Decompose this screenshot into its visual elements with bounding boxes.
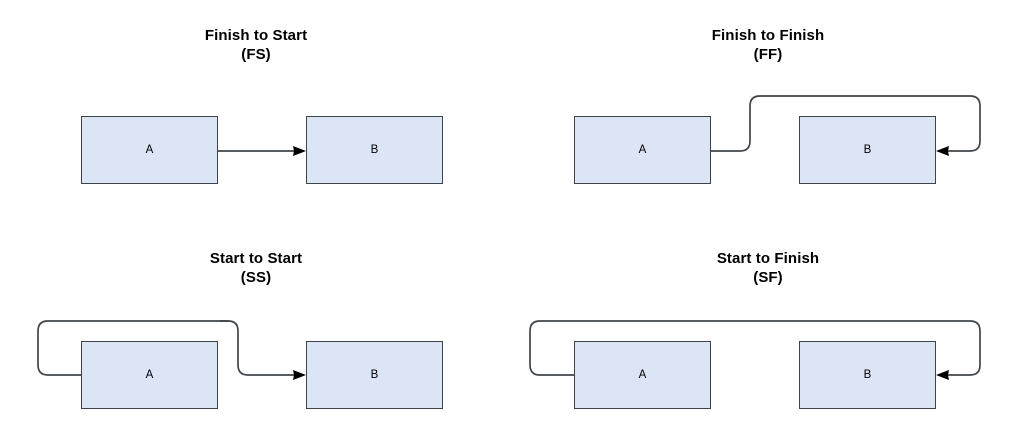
node-a-ss[interactable]: A [81, 341, 218, 409]
connector-ss-tail-path [37, 320, 229, 376]
panel-title-sf: Start to Finish (SF) [512, 249, 1024, 287]
node-a-sf-label: A [638, 369, 647, 381]
connector-sf-tail-path [529, 320, 981, 376]
node-b-sf-label: B [863, 369, 872, 381]
node-a-sf[interactable]: A [574, 341, 711, 409]
connector-ss-tail [37, 320, 229, 376]
panel-title-fs-line1: Finish to Start [204, 27, 308, 44]
panel-title-fs: Finish to Start (FS) [0, 26, 512, 64]
panel-title-fs-line2: (FS) [241, 46, 271, 63]
connector-ff-path [710, 95, 981, 152]
node-a-ff-label: A [638, 144, 647, 156]
connector-ff [710, 95, 981, 156]
node-b-ss-label: B [370, 369, 379, 381]
panel-title-ss: Start to Start (SS) [0, 249, 512, 287]
panel-title-sf-line2: (SF) [753, 269, 783, 286]
node-a-ff[interactable]: A [574, 116, 711, 184]
connector-ss [219, 320, 306, 380]
node-b-sf[interactable]: B [799, 341, 936, 409]
arrow-head-fs [293, 146, 306, 156]
panel-title-sf-line1: Start to Finish [716, 250, 820, 267]
arrow-head-sf [936, 370, 949, 380]
arrow-head-ss [293, 370, 306, 380]
node-b-ss[interactable]: B [306, 341, 443, 409]
panel-title-ff: Finish to Finish (FF) [512, 26, 1024, 64]
node-b-fs[interactable]: B [306, 116, 443, 184]
panel-finish-to-finish: Finish to Finish (FF) A B [512, 0, 1024, 222]
node-a-ss-label: A [145, 369, 154, 381]
connector-ss-path [219, 320, 298, 376]
connector-sf-tail [529, 320, 981, 380]
node-a-fs[interactable]: A [81, 116, 218, 184]
panel-title-ss-line2: (SS) [240, 269, 272, 286]
node-a-fs-label: A [145, 144, 154, 156]
panel-title-ff-line1: Finish to Finish [711, 27, 825, 44]
panel-finish-to-start: Finish to Start (FS) A B [0, 0, 512, 222]
connector-fs [217, 146, 306, 156]
panel-start-to-finish: Start to Finish (SF) A B [512, 223, 1024, 445]
arrow-head-ff [936, 146, 949, 156]
panel-start-to-start: Start to Start (SS) A B [0, 223, 512, 445]
panel-title-ss-line1: Start to Start [209, 250, 303, 267]
node-b-ff[interactable]: B [799, 116, 936, 184]
node-b-fs-label: B [370, 144, 379, 156]
node-b-ff-label: B [863, 144, 872, 156]
panel-title-ff-line2: (FF) [753, 46, 783, 63]
